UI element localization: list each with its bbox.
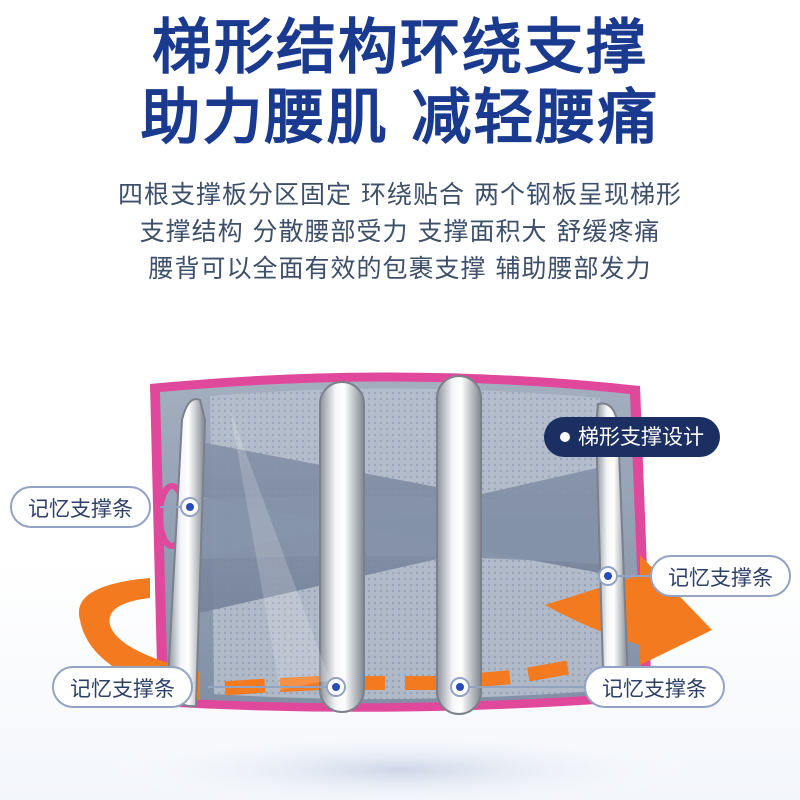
floor-shadow: [100, 730, 700, 800]
description-line-3: 腰背可以全面有效的包裹支撑 辅助腰部发力: [148, 254, 652, 283]
horizontal-strap: [185, 496, 615, 565]
headline-line-2: 助力腰肌 减轻腰痛: [140, 83, 660, 153]
light-beam: [230, 410, 330, 690]
callout-memory-right-label: 记忆支撑条: [668, 566, 773, 590]
headline-line-1: 梯形结构环绕支撑: [152, 13, 648, 83]
callout-memory-bottom-right: 记忆支撑条: [584, 666, 725, 708]
callout-memory-left-label: 记忆支撑条: [28, 497, 133, 521]
description-line-2: 支撑结构 分散腰部受力 支撑面积大 舒缓疼痛: [139, 217, 661, 246]
description-line-1: 四根支撑板分区固定 环绕贴合 两个钢板呈现梯形: [118, 180, 682, 209]
callout-trapezoid-design: 梯形支撑设计: [544, 417, 720, 457]
callout-anchors: [180, 497, 618, 697]
wrap-arrow-dashes: [224, 660, 569, 696]
callout-memory-right: 记忆支撑条: [650, 555, 791, 597]
bullet-dot-icon: [560, 432, 570, 442]
support-bar-center-left: [319, 381, 365, 713]
callout-memory-bottom-left: 记忆支撑条: [52, 666, 193, 708]
callout-memory-left: 记忆支撑条: [10, 486, 151, 528]
callout-trapezoid-label: 梯形支撑设计: [578, 425, 704, 449]
wrap-arrow-head: [545, 555, 712, 665]
support-bar-center-right: [436, 375, 482, 715]
callout-memory-bottom-right-label: 记忆支撑条: [602, 677, 707, 701]
callout-memory-bottom-left-label: 记忆支撑条: [70, 677, 175, 701]
